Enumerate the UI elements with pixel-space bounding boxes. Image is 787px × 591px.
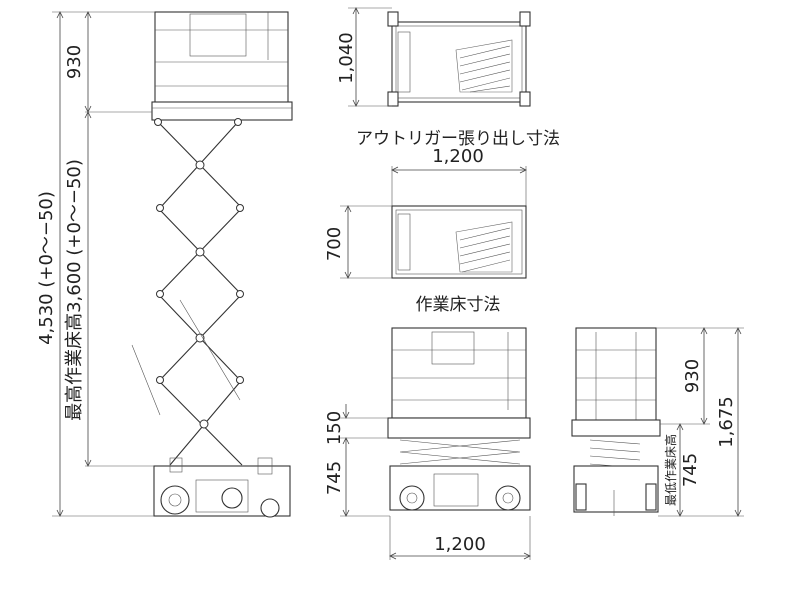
outrigger-width-dim	[391, 166, 527, 206]
front-base-label: 745	[324, 461, 345, 495]
rear-min-height-label: 745	[680, 453, 701, 487]
rear-min-height-caption: 最低作業床高	[663, 434, 678, 506]
front-width-label: 1,200	[434, 534, 486, 555]
side-guard-height-label: 930	[64, 45, 85, 79]
deck-depth-label: 700	[324, 227, 345, 261]
deck-caption: 作業床寸法	[416, 295, 501, 315]
front-rail-label: 150	[324, 411, 345, 445]
rear-dimensions	[656, 327, 744, 517]
platform-height-label: 最高作業床高3,600 (+0〜−50)	[64, 159, 85, 421]
front-platform	[387, 417, 531, 439]
outrigger-dimensions	[348, 7, 392, 107]
deck-dimensions	[340, 205, 392, 279]
deck-top-view	[391, 205, 527, 279]
rear-view	[571, 327, 661, 516]
rear-guard-label: 930	[682, 359, 703, 393]
outrigger-caption: アウトリガー張り出し寸法	[356, 129, 560, 149]
side-platform-deck	[151, 101, 293, 121]
rear-wheel	[260, 498, 280, 518]
outrigger-depth-label: 1,040	[336, 32, 357, 84]
rear-total-label: 1,675	[716, 396, 737, 448]
total-height-label: 4,530 (+0〜−50)	[36, 191, 57, 345]
front-view	[387, 327, 531, 511]
side-dimensions	[52, 11, 155, 517]
front-wheel	[160, 485, 190, 515]
outrigger-top-view	[387, 11, 531, 107]
side-view	[131, 11, 293, 518]
scissor-arms	[157, 121, 243, 466]
outrigger-width-label: 1,200	[432, 146, 484, 167]
front-dimensions	[340, 404, 531, 560]
